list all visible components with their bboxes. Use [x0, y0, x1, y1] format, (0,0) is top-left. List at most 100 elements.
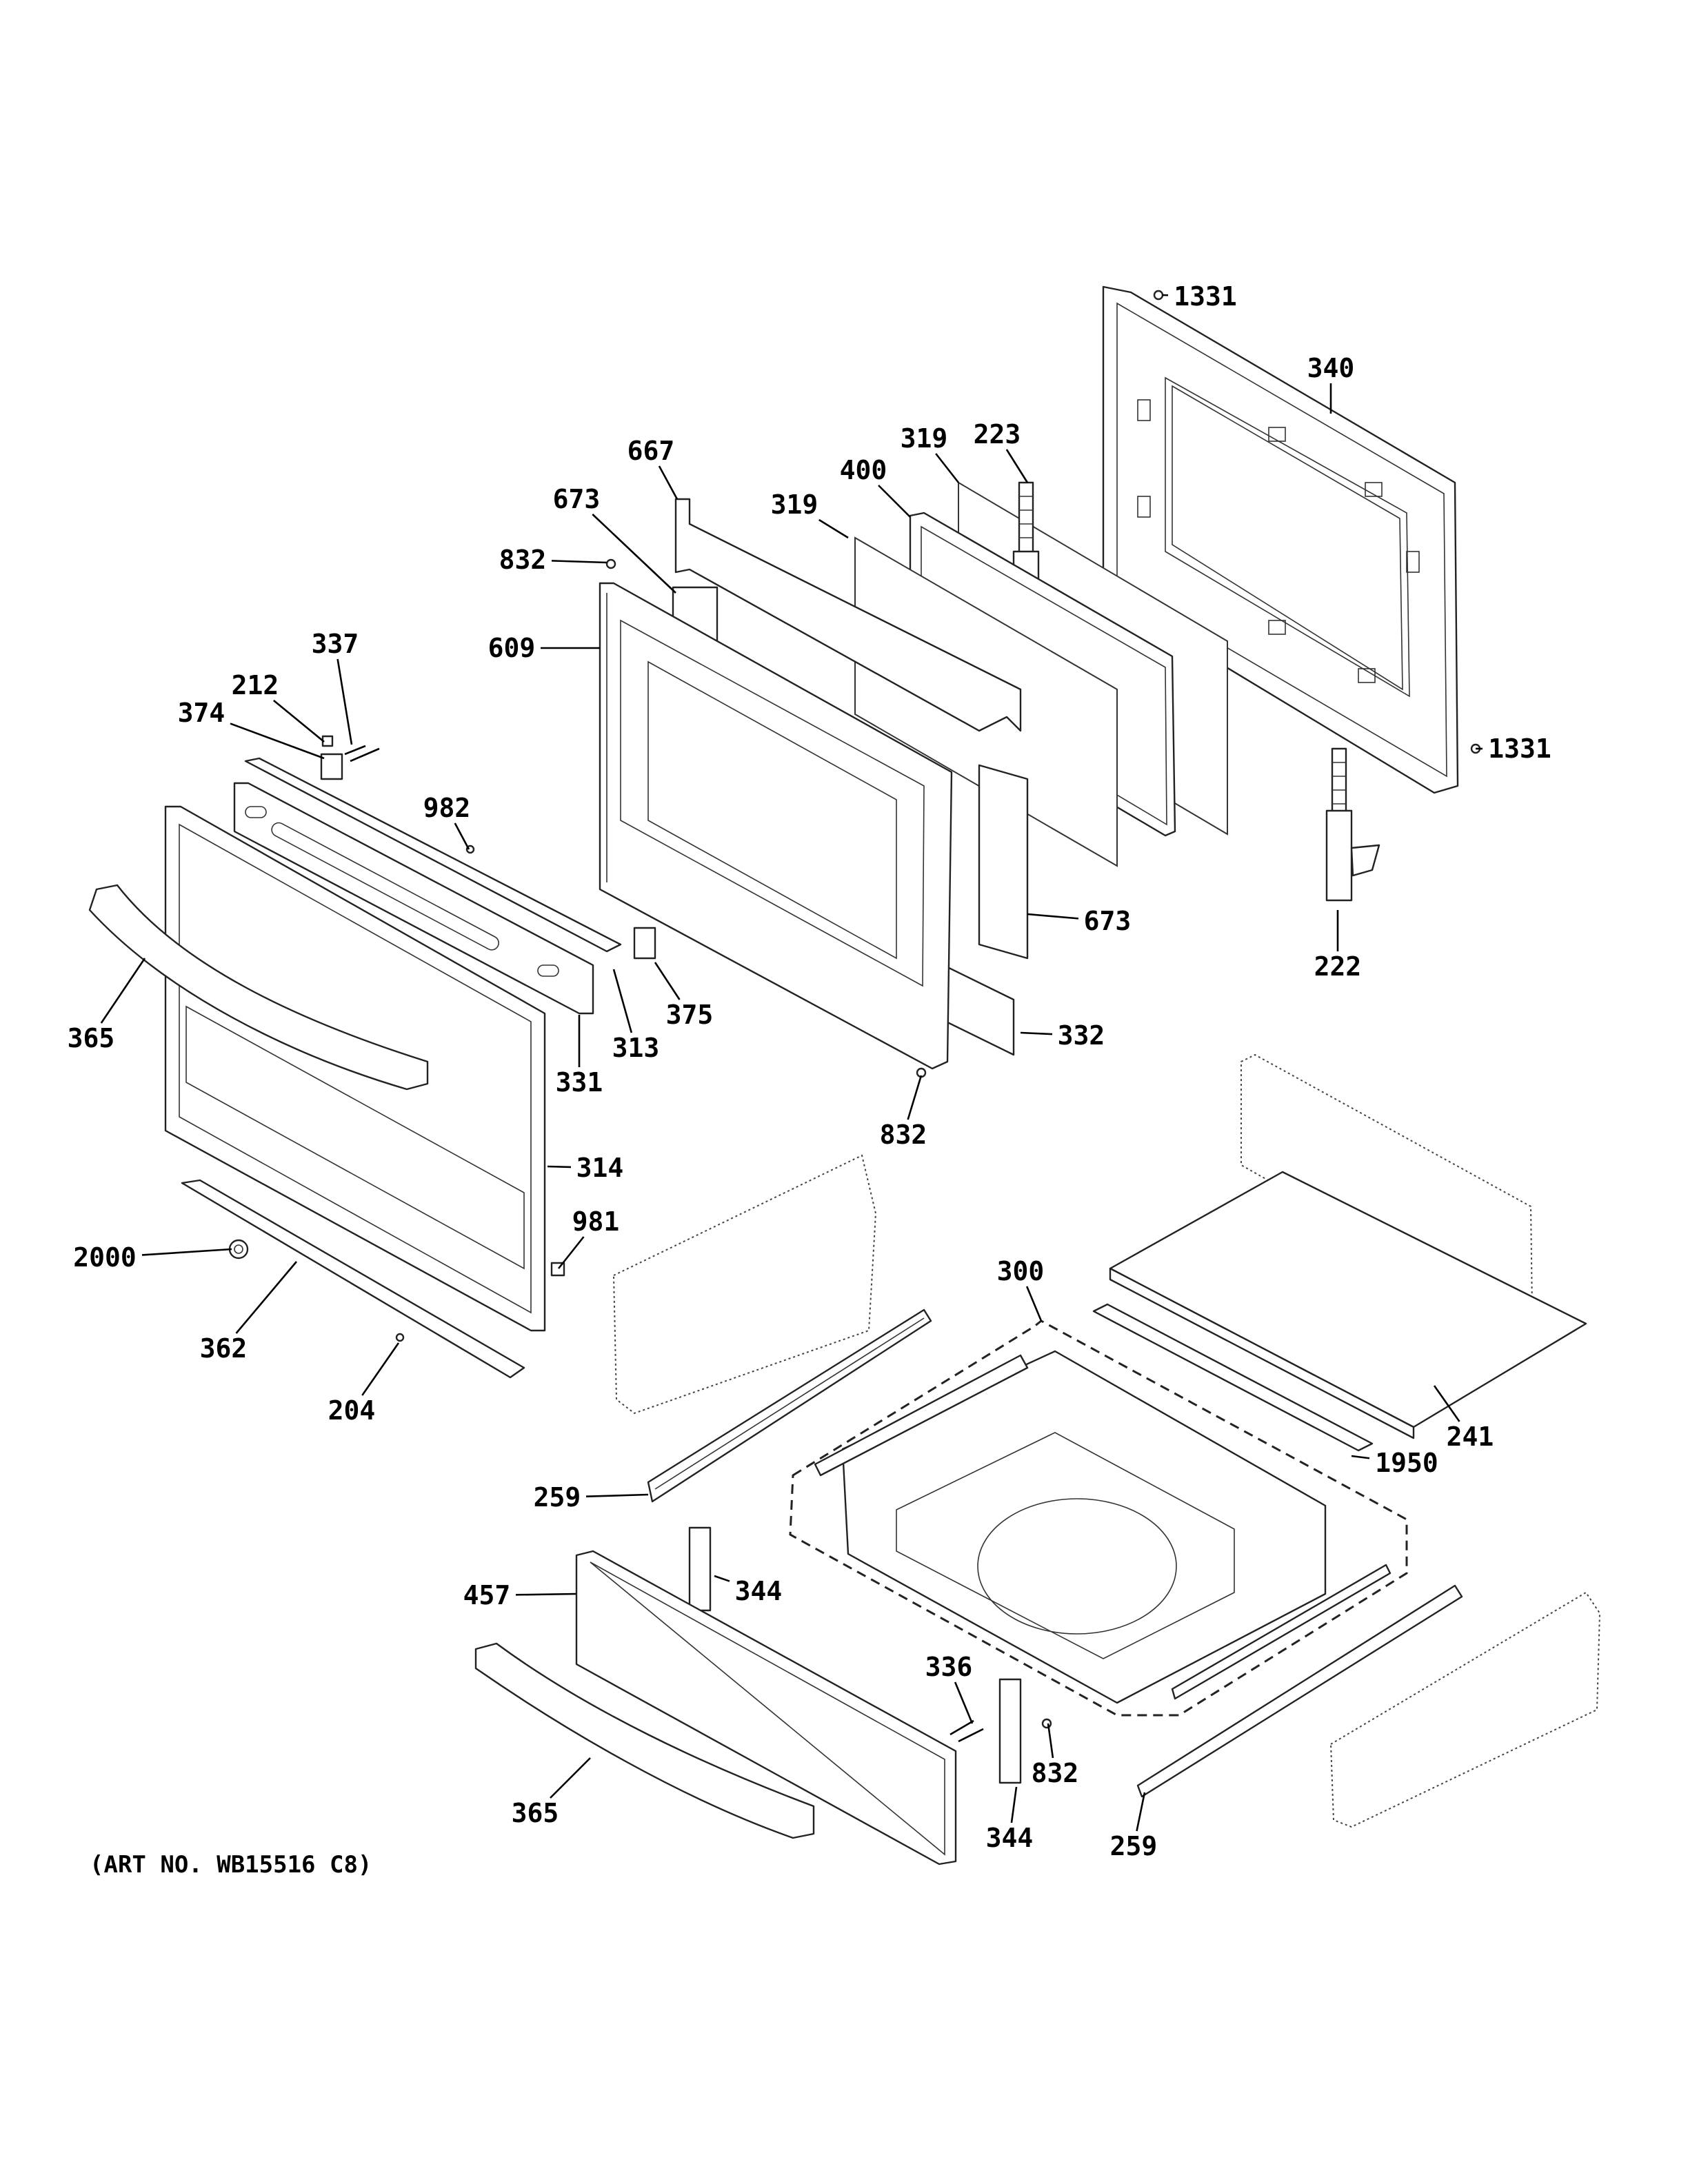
- bracket-344-left: [688, 1526, 712, 1612]
- callout-label: 673: [553, 484, 601, 514]
- leader-line: [235, 1261, 297, 1334]
- leader-line: [1010, 1786, 1018, 1823]
- callout-label: 344: [735, 1576, 783, 1606]
- leader-line: [907, 1075, 923, 1120]
- callout-c-1950: 1950: [1351, 1448, 1438, 1478]
- callout-label: 340: [1307, 353, 1355, 383]
- callout-c-365-bot: 365: [512, 1757, 591, 1828]
- leader-line: [654, 962, 681, 1000]
- callout-c-314: 314: [547, 1153, 623, 1183]
- callout-c-331: 331: [556, 1015, 603, 1098]
- drawer-handle-365-lower: [474, 1642, 815, 1839]
- callout-c-319-a: 319: [901, 423, 960, 483]
- side-panel-right: [1329, 1591, 1601, 1828]
- leader-line: [100, 958, 146, 1024]
- rail-1950: [1092, 1303, 1374, 1452]
- callout-label: 313: [612, 1033, 660, 1063]
- callout-c-832-b: 832: [880, 1075, 927, 1150]
- grommet-2000: [228, 1239, 249, 1260]
- callout-c-365-top: 365: [68, 958, 146, 1053]
- callout-label: 832: [880, 1120, 927, 1150]
- drawer-assembly-300: [789, 1320, 1408, 1717]
- vent-trim-331: [233, 782, 594, 1015]
- leader-line: [454, 822, 470, 850]
- callout-label: 1331: [1488, 734, 1551, 764]
- callout-label: 832: [499, 545, 547, 575]
- bracket-344-right: [998, 1678, 1022, 1784]
- callout-c-457: 457: [463, 1580, 577, 1610]
- side-panel-left: [612, 1154, 877, 1415]
- leader-line: [361, 1342, 400, 1396]
- leader-line: [658, 465, 679, 500]
- callout-label: 400: [840, 455, 887, 485]
- callout-c-241: 241: [1433, 1385, 1494, 1452]
- leader-line: [273, 699, 325, 743]
- callout-c-204: 204: [328, 1342, 400, 1426]
- callout-label: 832: [1032, 1758, 1079, 1788]
- screw-832-a: [605, 558, 616, 569]
- leader-line: [547, 1165, 572, 1169]
- leader-line: [557, 1236, 585, 1269]
- screw-1331-top: [1153, 290, 1164, 301]
- callout-c-673-b: 673: [1027, 906, 1131, 936]
- callout-c-222: 222: [1314, 910, 1361, 982]
- callout-label: 332: [1058, 1020, 1105, 1051]
- callout-c-375: 375: [654, 962, 714, 1030]
- callout-label: 314: [576, 1153, 624, 1183]
- drawer-slide-259-left: [647, 1308, 932, 1503]
- leader-line: [878, 485, 911, 518]
- callout-c-982: 982: [423, 793, 470, 850]
- leader-line: [515, 1593, 577, 1596]
- callout-label: 609: [488, 633, 536, 663]
- callout-c-362: 362: [200, 1261, 297, 1364]
- base-panel-241: [1109, 1053, 1587, 1439]
- callout-c-374: 374: [178, 698, 325, 760]
- callout-c-212: 212: [232, 670, 325, 743]
- callout-label: 223: [974, 419, 1021, 449]
- drawer-slide-259-right: [1136, 1564, 1463, 1798]
- callout-c-609: 609: [488, 633, 600, 663]
- callout-c-1331-top: 1331: [1162, 281, 1237, 312]
- callout-c-673-a: 673: [553, 484, 676, 594]
- door-frame-609: [599, 582, 953, 1070]
- callout-label: 331: [556, 1067, 603, 1098]
- callout-label: 1950: [1375, 1448, 1438, 1478]
- leader-line: [1025, 1286, 1043, 1322]
- callout-label: 667: [627, 436, 675, 466]
- leader-line: [1351, 1455, 1370, 1459]
- callout-label: 375: [666, 1000, 714, 1030]
- leader-line: [714, 1575, 730, 1582]
- callout-label: 1331: [1174, 281, 1237, 312]
- callout-label: 344: [986, 1823, 1034, 1853]
- callout-c-344-b: 344: [986, 1786, 1034, 1853]
- callout-c-259-b: 259: [1110, 1792, 1158, 1861]
- screws-337: [344, 745, 380, 762]
- callout-c-313: 313: [612, 969, 660, 1063]
- drawer-front-457: [575, 1550, 957, 1866]
- callout-label: 336: [925, 1652, 973, 1682]
- callout-label: 259: [1110, 1831, 1158, 1861]
- callout-c-400: 400: [840, 455, 911, 518]
- hinge-222: [1325, 747, 1380, 902]
- callout-label: 673: [1084, 906, 1132, 936]
- leader-line: [551, 560, 607, 564]
- bracket-374: [320, 753, 343, 780]
- leader-line: [141, 1248, 232, 1256]
- callout-label: 319: [771, 489, 818, 520]
- callout-label: 365: [68, 1023, 115, 1053]
- callout-c-319-b: 319: [771, 489, 849, 539]
- leader-line: [592, 514, 676, 594]
- callout-layer: 1331340223319400667319673832609337212374…: [68, 281, 1551, 1861]
- callout-c-2000: 2000: [73, 1242, 232, 1273]
- callout-c-259-a: 259: [534, 1482, 649, 1513]
- art-number: (ART NO. WB15516 C8): [90, 1851, 372, 1879]
- bottom-trim-362: [181, 1179, 525, 1379]
- insulation-673-lower: [978, 764, 1029, 960]
- callout-label: 300: [997, 1256, 1045, 1286]
- inner-door-liner-340: [1102, 285, 1459, 794]
- screw-204: [395, 1333, 405, 1342]
- top-cap-313: [244, 757, 622, 953]
- callout-label: 259: [534, 1482, 581, 1513]
- leader-line: [1005, 449, 1029, 483]
